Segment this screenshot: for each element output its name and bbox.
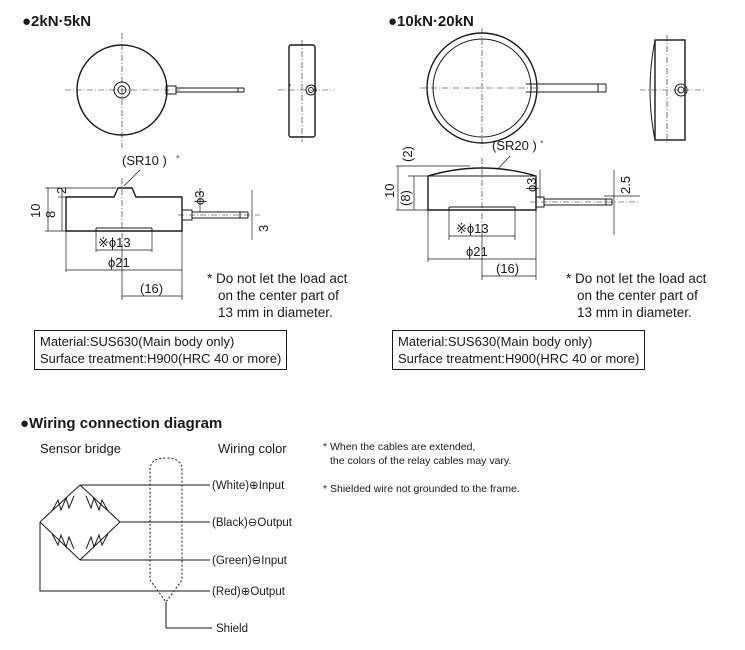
right-note-1: * Do not let the load act: [566, 271, 707, 286]
right-sr-label: (SR20 ): [492, 138, 537, 153]
left-sr-label: (SR10 ): [122, 153, 167, 168]
left-note-2: on the center part of: [218, 288, 339, 303]
wiring-note-1a: * When the cables are extended,: [323, 441, 475, 453]
left-note-3: 13 mm in diameter.: [218, 305, 333, 320]
svg-text:(2): (2): [400, 146, 415, 162]
svg-text:°: °: [540, 139, 544, 149]
wire-shield: Shield: [216, 623, 248, 635]
wire-red: (Red)⊕Output: [212, 586, 286, 598]
svg-text:°: °: [176, 154, 180, 164]
left-material: Material:SUS630(Main body only): [40, 334, 235, 349]
sensor-bridge-label: Sensor bridge: [40, 441, 121, 456]
wiring-schematic: [39, 457, 212, 629]
svg-text:2.5: 2.5: [618, 176, 633, 194]
right-note-2: on the center part of: [577, 288, 698, 303]
svg-text:2: 2: [54, 187, 69, 194]
left-surface: Surface treatment:H900(HRC 40 or more): [40, 351, 282, 366]
svg-text:10: 10: [28, 204, 43, 218]
left-side-view: [278, 40, 334, 142]
right-section-view: (SR20 ) ° 10 (8) (2) ϕ3 2.5 ※ϕ13: [382, 138, 640, 280]
right-material-box: Material:SUS630(Main body only) Surface …: [392, 330, 646, 370]
svg-text:(8): (8): [398, 190, 413, 206]
left-title: ●2kN·5kN: [22, 13, 91, 30]
wiring-title: ●Wiring connection diagram: [20, 415, 222, 432]
svg-text:ϕ3: ϕ3: [192, 190, 207, 205]
right-title: ●10kN·20kN: [388, 13, 474, 30]
wire-black: (Black)⊖Output: [212, 517, 293, 529]
left-top-view: [65, 33, 245, 148]
wire-white: (White)⊕Input: [212, 480, 285, 492]
wiring-color-label: Wiring color: [218, 441, 287, 456]
svg-text:(16): (16): [496, 261, 519, 276]
right-note-3: 13 mm in diameter.: [577, 305, 692, 320]
left-section-view: (SR10 ) ° 10 8 2 ϕ3 3 ※ϕ13: [28, 153, 271, 300]
svg-text:※ϕ13: ※ϕ13: [98, 235, 131, 250]
left-material-box: Material:SUS630(Main body only) Surface …: [34, 330, 288, 370]
left-note-1: * Do not let the load act: [207, 271, 348, 286]
svg-text:10: 10: [382, 184, 397, 198]
svg-text:※ϕ13: ※ϕ13: [456, 221, 489, 236]
right-side-view: [640, 35, 705, 145]
svg-text:ϕ21: ϕ21: [108, 255, 130, 270]
wiring-note-2: * Shielded wire not grounded to the fram…: [323, 483, 520, 495]
right-material: Material:SUS630(Main body only): [398, 334, 593, 349]
svg-text:ϕ21: ϕ21: [466, 244, 488, 259]
right-top-view: [420, 28, 607, 148]
svg-text:8: 8: [43, 211, 58, 218]
wiring-note-1b: the colors of the relay cables may vary.: [330, 455, 511, 467]
svg-text:3: 3: [256, 225, 271, 232]
svg-text:(16): (16): [140, 281, 163, 296]
svg-text:ϕ3: ϕ3: [524, 177, 539, 192]
wire-green: (Green)⊖Input: [212, 555, 288, 567]
right-surface: Surface treatment:H900(HRC 40 or more): [398, 351, 640, 366]
